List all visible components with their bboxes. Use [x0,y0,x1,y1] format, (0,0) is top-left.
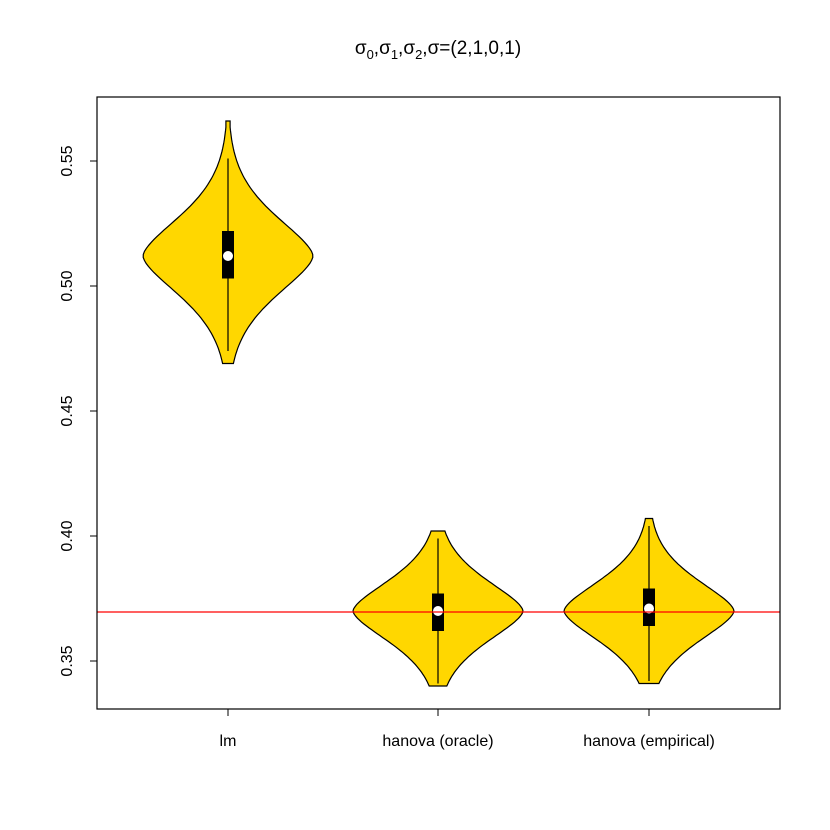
violins-layer [142,120,735,687]
y-tick-label: 0.35 [59,645,76,676]
violin-0 [142,120,314,365]
chart-title: σ0,σ1,σ2,σ=(2,1,0,1) [355,38,521,62]
x-axis: lm hanova (oracle) hanova (empirical) [220,709,715,750]
y-axis: 0.35 0.40 0.45 0.50 0.55 [59,145,97,677]
violin-2 [563,517,735,685]
y-tick-label: 0.55 [59,145,76,176]
violin-1 [352,530,524,687]
x-tick-label: lm [220,733,237,750]
y-tick-label: 0.45 [59,395,76,426]
x-tick-label: hanova (oracle) [382,733,493,750]
y-tick-label: 0.40 [59,520,76,551]
x-tick-label: hanova (empirical) [583,733,715,750]
y-tick-label: 0.50 [59,270,76,301]
